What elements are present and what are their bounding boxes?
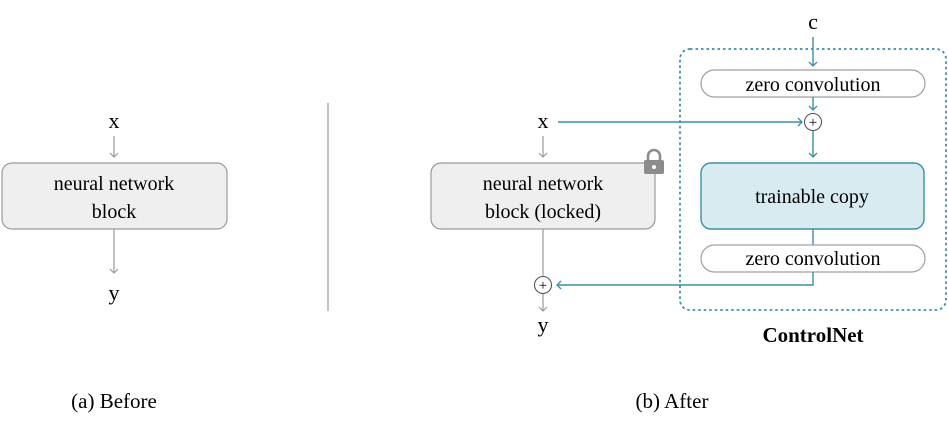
after-output-y: y [538,312,549,337]
controlnet-label: ControlNet [762,323,863,347]
before-block-line2: block [92,201,136,223]
before-panel: x neural network block y [1,108,228,305]
zero-bottom-to-plus-arrow [556,272,814,290]
caption-before: (a) Before [71,389,157,413]
top-plus-sign: + [809,115,817,131]
condition-c: c [808,9,818,34]
bottom-plus-circle [533,275,553,295]
zero-conv-bottom-label: zero convolution [746,248,881,270]
after-input-x: x [538,108,549,133]
trainable-copy-label: trainable copy [755,186,869,208]
before-output-y: y [109,280,120,305]
before-input-x: x [109,108,120,133]
zero-conv-top-label: zero convolution [746,74,881,96]
locked-block-line1: neural network [483,173,604,195]
locked-block-line2: block (locked) [485,201,601,223]
bottom-plus-sign: + [539,278,547,294]
after-panel: x neural network block (locked) + y c ze… [430,9,947,347]
lock-icon [644,148,664,174]
before-block-line1: neural network [54,173,175,195]
top-plus-circle [803,112,823,132]
caption-after: (b) After [636,389,709,413]
